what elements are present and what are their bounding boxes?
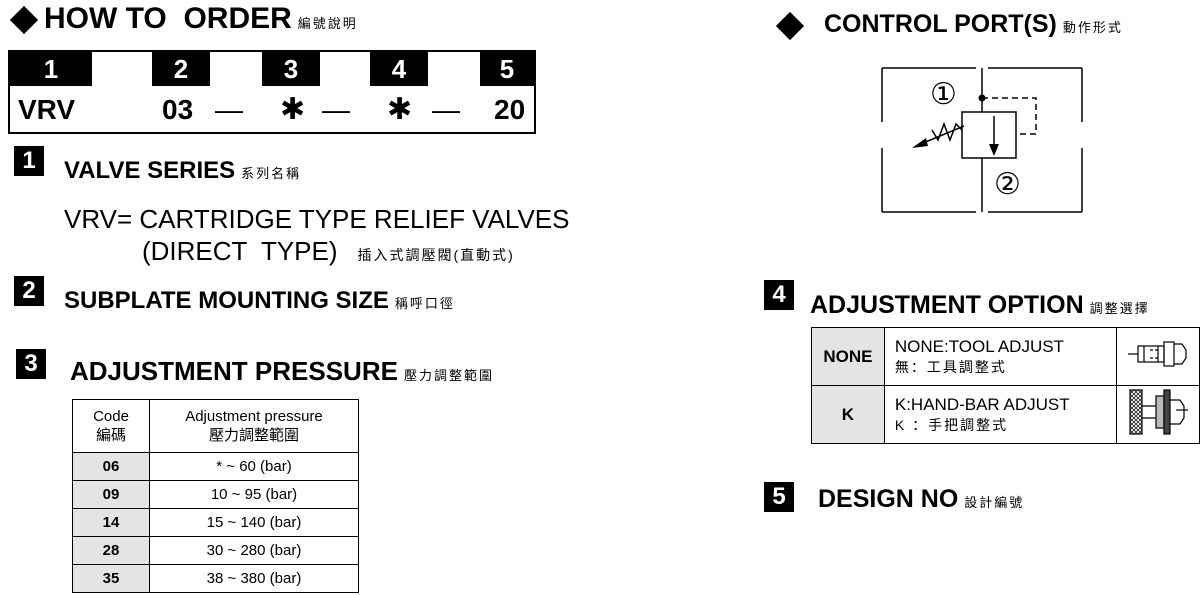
order-code-pressure: ✱ xyxy=(280,93,306,126)
table-row: 35 38 ~ 380 (bar) xyxy=(72,564,359,593)
section-5-heading: DESIGN NO 設計編號 xyxy=(818,485,1024,514)
header-code-cn: 編碼 xyxy=(95,427,126,444)
adjustment-pressure-table: Code 編碼 Adjustment pressure 壓力調整範圍 06 * ~ … xyxy=(72,399,359,593)
option-desc-cell: K:HAND-BAR ADJUST K ：手把調整式 xyxy=(883,385,1118,444)
order-code-row: VRV 03 — ✱ — ✱ — 20 xyxy=(10,88,534,132)
diamond-bullet-icon xyxy=(9,5,39,35)
header-range-cn: 壓力調整範圍 xyxy=(208,427,299,444)
order-position-5: 5 xyxy=(480,52,534,86)
row-code: 14 xyxy=(72,508,150,537)
row-range: * ~ 60 (bar) xyxy=(149,452,359,481)
order-position-2: 2 xyxy=(152,52,210,86)
order-code-dash-1: — xyxy=(215,94,243,125)
section-4-heading: ADJUSTMENT OPTION 調整選擇 xyxy=(810,291,1150,320)
row-range: 38 ~ 380 (bar) xyxy=(149,564,359,593)
order-code-dash-2: — xyxy=(322,94,350,125)
section-1-line-1: VRV= CARTRIDGE TYPE RELIEF VALVES xyxy=(64,204,570,234)
order-code-design: 20 xyxy=(494,94,526,125)
order-code-size: 03 xyxy=(162,94,194,125)
option-key: K xyxy=(811,385,885,444)
section-1-title-cn: 系列名稱 xyxy=(241,166,302,181)
option-desc-cn: K ：手把調整式 xyxy=(894,416,1009,433)
how-to-order-heading: HOW TO ORDER 編號說明 xyxy=(44,2,358,36)
order-code-series: VRV xyxy=(18,94,76,125)
section-4-title: ADJUSTMENT OPTION xyxy=(810,291,1084,319)
junction-dot-icon xyxy=(978,94,986,102)
option-icon-cell xyxy=(1116,327,1200,386)
option-icon-cell xyxy=(1116,385,1200,444)
order-code-adjust: ✱ xyxy=(387,93,413,126)
section-5-title: DESIGN NO xyxy=(818,485,959,513)
section-4-number: 4 xyxy=(764,280,794,310)
option-key: NONE xyxy=(811,327,885,386)
flow-arrow-head-icon xyxy=(989,144,999,156)
control-port-title: CONTROL PORT(S) xyxy=(824,10,1057,38)
table-row: K K:HAND-BAR ADJUST K ：手把調整式 xyxy=(811,385,1200,444)
header-code: Code xyxy=(93,408,129,425)
order-position-3: 3 xyxy=(262,52,320,86)
row-code: 06 xyxy=(72,452,150,481)
option-desc: K:HAND-BAR ADJUST xyxy=(894,394,1070,414)
section-3-title-cn: 壓力調整範圍 xyxy=(403,368,494,383)
row-code: 28 xyxy=(72,536,150,565)
adjustment-option-table: NONE NONE:TOOL ADJUST 無：工具調整式 K K:HAND-B… xyxy=(811,327,1200,444)
order-code-box: 1 2 3 4 5 VRV 03 — ✱ — ✱ — 20 xyxy=(8,50,536,134)
option-desc: NONE:TOOL ADJUST xyxy=(894,336,1064,356)
section-1-heading: VALVE SERIES 系列名稱 xyxy=(64,157,301,185)
section-5-number: 5 xyxy=(764,482,794,512)
option-desc-cell: NONE:TOOL ADJUST 無：工具調整式 xyxy=(883,327,1118,386)
order-position-1: 1 xyxy=(10,52,92,86)
section-1-line-2: (DIRECT TYPE) 插入式調壓閥(直動式) xyxy=(142,236,515,267)
order-position-row: 1 2 3 4 5 xyxy=(10,52,534,86)
option-desc-cn: 無：工具調整式 xyxy=(894,358,1007,375)
header-range-cell: Adjustment pressure 壓力調整範圍 xyxy=(149,399,359,453)
hand-bar-adjust-icon xyxy=(1129,389,1189,435)
row-code: 09 xyxy=(72,480,150,509)
how-to-order-title-cn: 編號說明 xyxy=(297,16,358,31)
table-header-row: Code 編碼 Adjustment pressure 壓力調整範圍 xyxy=(72,399,359,453)
section-1-number: 1 xyxy=(14,146,44,176)
how-to-order-title: HOW TO ORDER xyxy=(44,2,292,35)
table-row: 28 30 ~ 280 (bar) xyxy=(72,536,359,565)
header-range: Adjustment pressure xyxy=(185,408,323,425)
table-row: NONE NONE:TOOL ADJUST 無：工具調整式 xyxy=(811,327,1200,386)
table-row: 09 10 ~ 95 (bar) xyxy=(72,480,359,509)
adjust-arrow-head-icon xyxy=(912,138,928,148)
order-code-dash-3: — xyxy=(432,94,460,125)
section-1-direct-type-cn: 插入式調壓閥(直動式) xyxy=(357,247,515,263)
port-2-label: ② xyxy=(994,167,1021,202)
row-range: 30 ~ 280 (bar) xyxy=(149,536,359,565)
section-3-title: ADJUSTMENT PRESSURE xyxy=(70,356,398,386)
section-1-direct-type: (DIRECT TYPE) xyxy=(142,236,338,266)
pilot-line-icon xyxy=(982,97,1037,135)
table-row: 06 * ~ 60 (bar) xyxy=(72,452,359,481)
table-row: 14 15 ~ 140 (bar) xyxy=(72,508,359,537)
section-2-heading: SUBPLATE MOUNTING SIZE 稱呼口徑 xyxy=(64,287,455,315)
row-code: 35 xyxy=(72,564,150,593)
valve-body xyxy=(961,111,1017,159)
section-4-title-cn: 調整選擇 xyxy=(1089,301,1150,316)
section-2-title: SUBPLATE MOUNTING SIZE xyxy=(64,287,389,314)
section-1-title: VALVE SERIES xyxy=(64,157,236,184)
section-3-heading: ADJUSTMENT PRESSURE 壓力調整範圍 xyxy=(70,356,494,387)
row-range: 10 ~ 95 (bar) xyxy=(149,480,359,509)
section-5-title-cn: 設計編號 xyxy=(964,495,1025,510)
port-1-label: ① xyxy=(930,77,957,112)
section-2-title-cn: 稱呼口徑 xyxy=(394,296,455,311)
tool-adjust-icon xyxy=(1128,341,1187,367)
control-port-title-cn: 動作形式 xyxy=(1062,20,1123,35)
header-code-cell: Code 編碼 xyxy=(72,399,150,453)
control-port-diagram: ① ② xyxy=(881,67,1083,213)
spring-icon xyxy=(931,121,963,143)
diamond-bullet-icon xyxy=(775,11,805,41)
control-port-heading: CONTROL PORT(S) 動作形式 xyxy=(824,10,1123,39)
order-position-4: 4 xyxy=(370,52,428,86)
section-3-number: 3 xyxy=(16,349,46,379)
row-range: 15 ~ 140 (bar) xyxy=(149,508,359,537)
section-2-number: 2 xyxy=(14,276,44,306)
